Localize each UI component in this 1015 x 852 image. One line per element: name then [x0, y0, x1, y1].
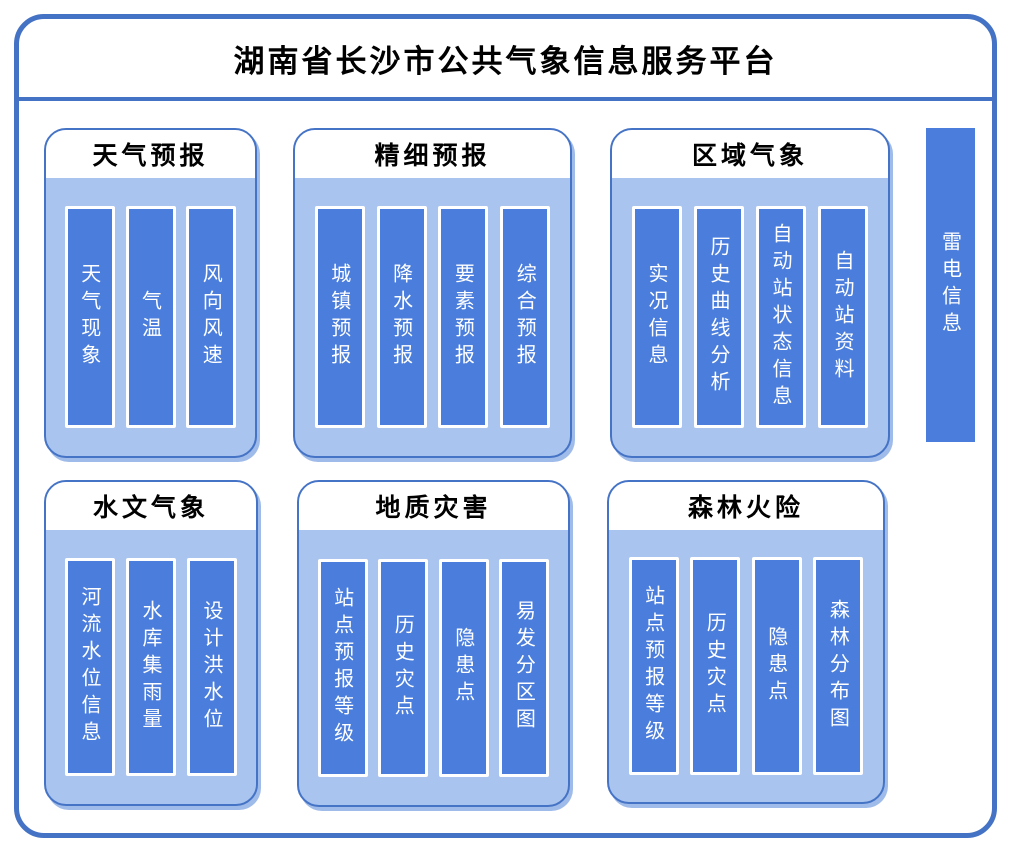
item-bar: 风向风速 [186, 206, 237, 428]
item-bar: 隐患点 [751, 557, 802, 775]
item-bar: 设计洪水位 [187, 558, 237, 776]
item-bar: 降水预报 [376, 206, 427, 428]
item-bar: 自动站状态信息 [756, 206, 806, 428]
group-hydrometeorology: 水文气象 河流水位信息 水库集雨量 设计洪水位 [44, 480, 258, 806]
group-geological-disaster-title: 地质灾害 [299, 482, 568, 530]
item-label: 历史灾点 [703, 612, 728, 720]
group-regional-meteorology-title: 区域气象 [612, 130, 888, 178]
item-label: 要素预报 [451, 263, 476, 371]
item-bar: 水库集雨量 [126, 558, 176, 776]
item-bar: 历史灾点 [690, 557, 741, 775]
item-label: 实况信息 [645, 263, 669, 371]
group-fine-forecast-title: 精细预报 [295, 130, 570, 178]
page-title: 湖南省长沙市公共气象信息服务平台 [233, 43, 778, 80]
group-forest-fire-risk-title: 森林火险 [609, 482, 883, 530]
item-label: 综合预报 [513, 263, 538, 371]
item-bar: 要素预报 [438, 206, 489, 428]
group-regional-meteorology-body: 实况信息 历史曲线分析 自动站状态信息 自动站资料 [612, 178, 888, 456]
item-bar: 易发分区图 [499, 558, 550, 777]
item-label: 历史曲线分析 [707, 236, 731, 398]
item-bar: 气温 [125, 206, 176, 428]
group-geological-disaster-body: 站点预报等级 历史灾点 隐患点 易发分区图 [299, 530, 568, 805]
item-label: 气温 [138, 290, 163, 344]
item-label: 易发分区图 [512, 600, 537, 735]
item-bar: 历史曲线分析 [694, 206, 744, 428]
item-bar: 森林分布图 [813, 557, 864, 775]
group-weather-forecast-body: 天气现象 气温 风向风速 [46, 178, 255, 456]
item-label: 隐患点 [451, 627, 476, 708]
item-bar: 隐患点 [438, 558, 489, 777]
group-forest-fire-risk-body: 站点预报等级 历史灾点 隐患点 森林分布图 [609, 530, 883, 802]
item-label: 森林分布图 [826, 598, 851, 734]
group-hydrometeorology-body: 河流水位信息 水库集雨量 设计洪水位 [46, 530, 256, 804]
item-label: 隐患点 [764, 625, 789, 707]
group-forest-fire-risk: 森林火险 站点预报等级 历史灾点 隐患点 森林分布图 [607, 480, 885, 804]
item-bar: 站点预报等级 [317, 558, 368, 777]
title-band: 湖南省长沙市公共气象信息服务平台 [19, 19, 992, 101]
group-fine-forecast-body: 城镇预报 降水预报 要素预报 综合预报 [295, 178, 570, 456]
item-label: 历史灾点 [391, 613, 416, 722]
item-bar: 天气现象 [64, 206, 115, 428]
group-geological-disaster: 地质灾害 站点预报等级 历史灾点 隐患点 易发分区图 [297, 480, 570, 807]
item-label: 设计洪水位 [200, 599, 224, 735]
item-bar: 站点预报等级 [628, 557, 679, 775]
item-label: 水库集雨量 [139, 599, 163, 735]
item-bar: 综合预报 [500, 206, 551, 428]
item-label: 站点预报等级 [330, 586, 355, 749]
item-label: 站点预报等级 [641, 585, 666, 747]
lightning-info-label: 雷电信息 [938, 231, 963, 339]
item-bar: 实况信息 [632, 206, 682, 428]
group-lightning-info: 雷电信息 [926, 128, 975, 442]
item-label: 城镇预报 [327, 263, 352, 371]
item-bar: 历史灾点 [378, 558, 429, 777]
item-label: 自动站状态信息 [769, 222, 793, 412]
item-label: 降水预报 [389, 263, 414, 371]
item-label: 风向风速 [199, 263, 224, 371]
group-regional-meteorology: 区域气象 实况信息 历史曲线分析 自动站状态信息 自动站资料 [610, 128, 890, 458]
item-bar: 城镇预报 [314, 206, 365, 428]
item-label: 自动站资料 [831, 249, 855, 385]
item-bar: 河流水位信息 [65, 558, 115, 776]
item-label: 河流水位信息 [78, 586, 102, 748]
item-label: 天气现象 [77, 263, 102, 371]
group-weather-forecast-title: 天气预报 [46, 130, 255, 178]
group-fine-forecast: 精细预报 城镇预报 降水预报 要素预报 综合预报 [293, 128, 572, 458]
group-hydrometeorology-title: 水文气象 [46, 482, 256, 530]
group-weather-forecast: 天气预报 天气现象 气温 风向风速 [44, 128, 257, 458]
item-bar: 自动站资料 [818, 206, 868, 428]
